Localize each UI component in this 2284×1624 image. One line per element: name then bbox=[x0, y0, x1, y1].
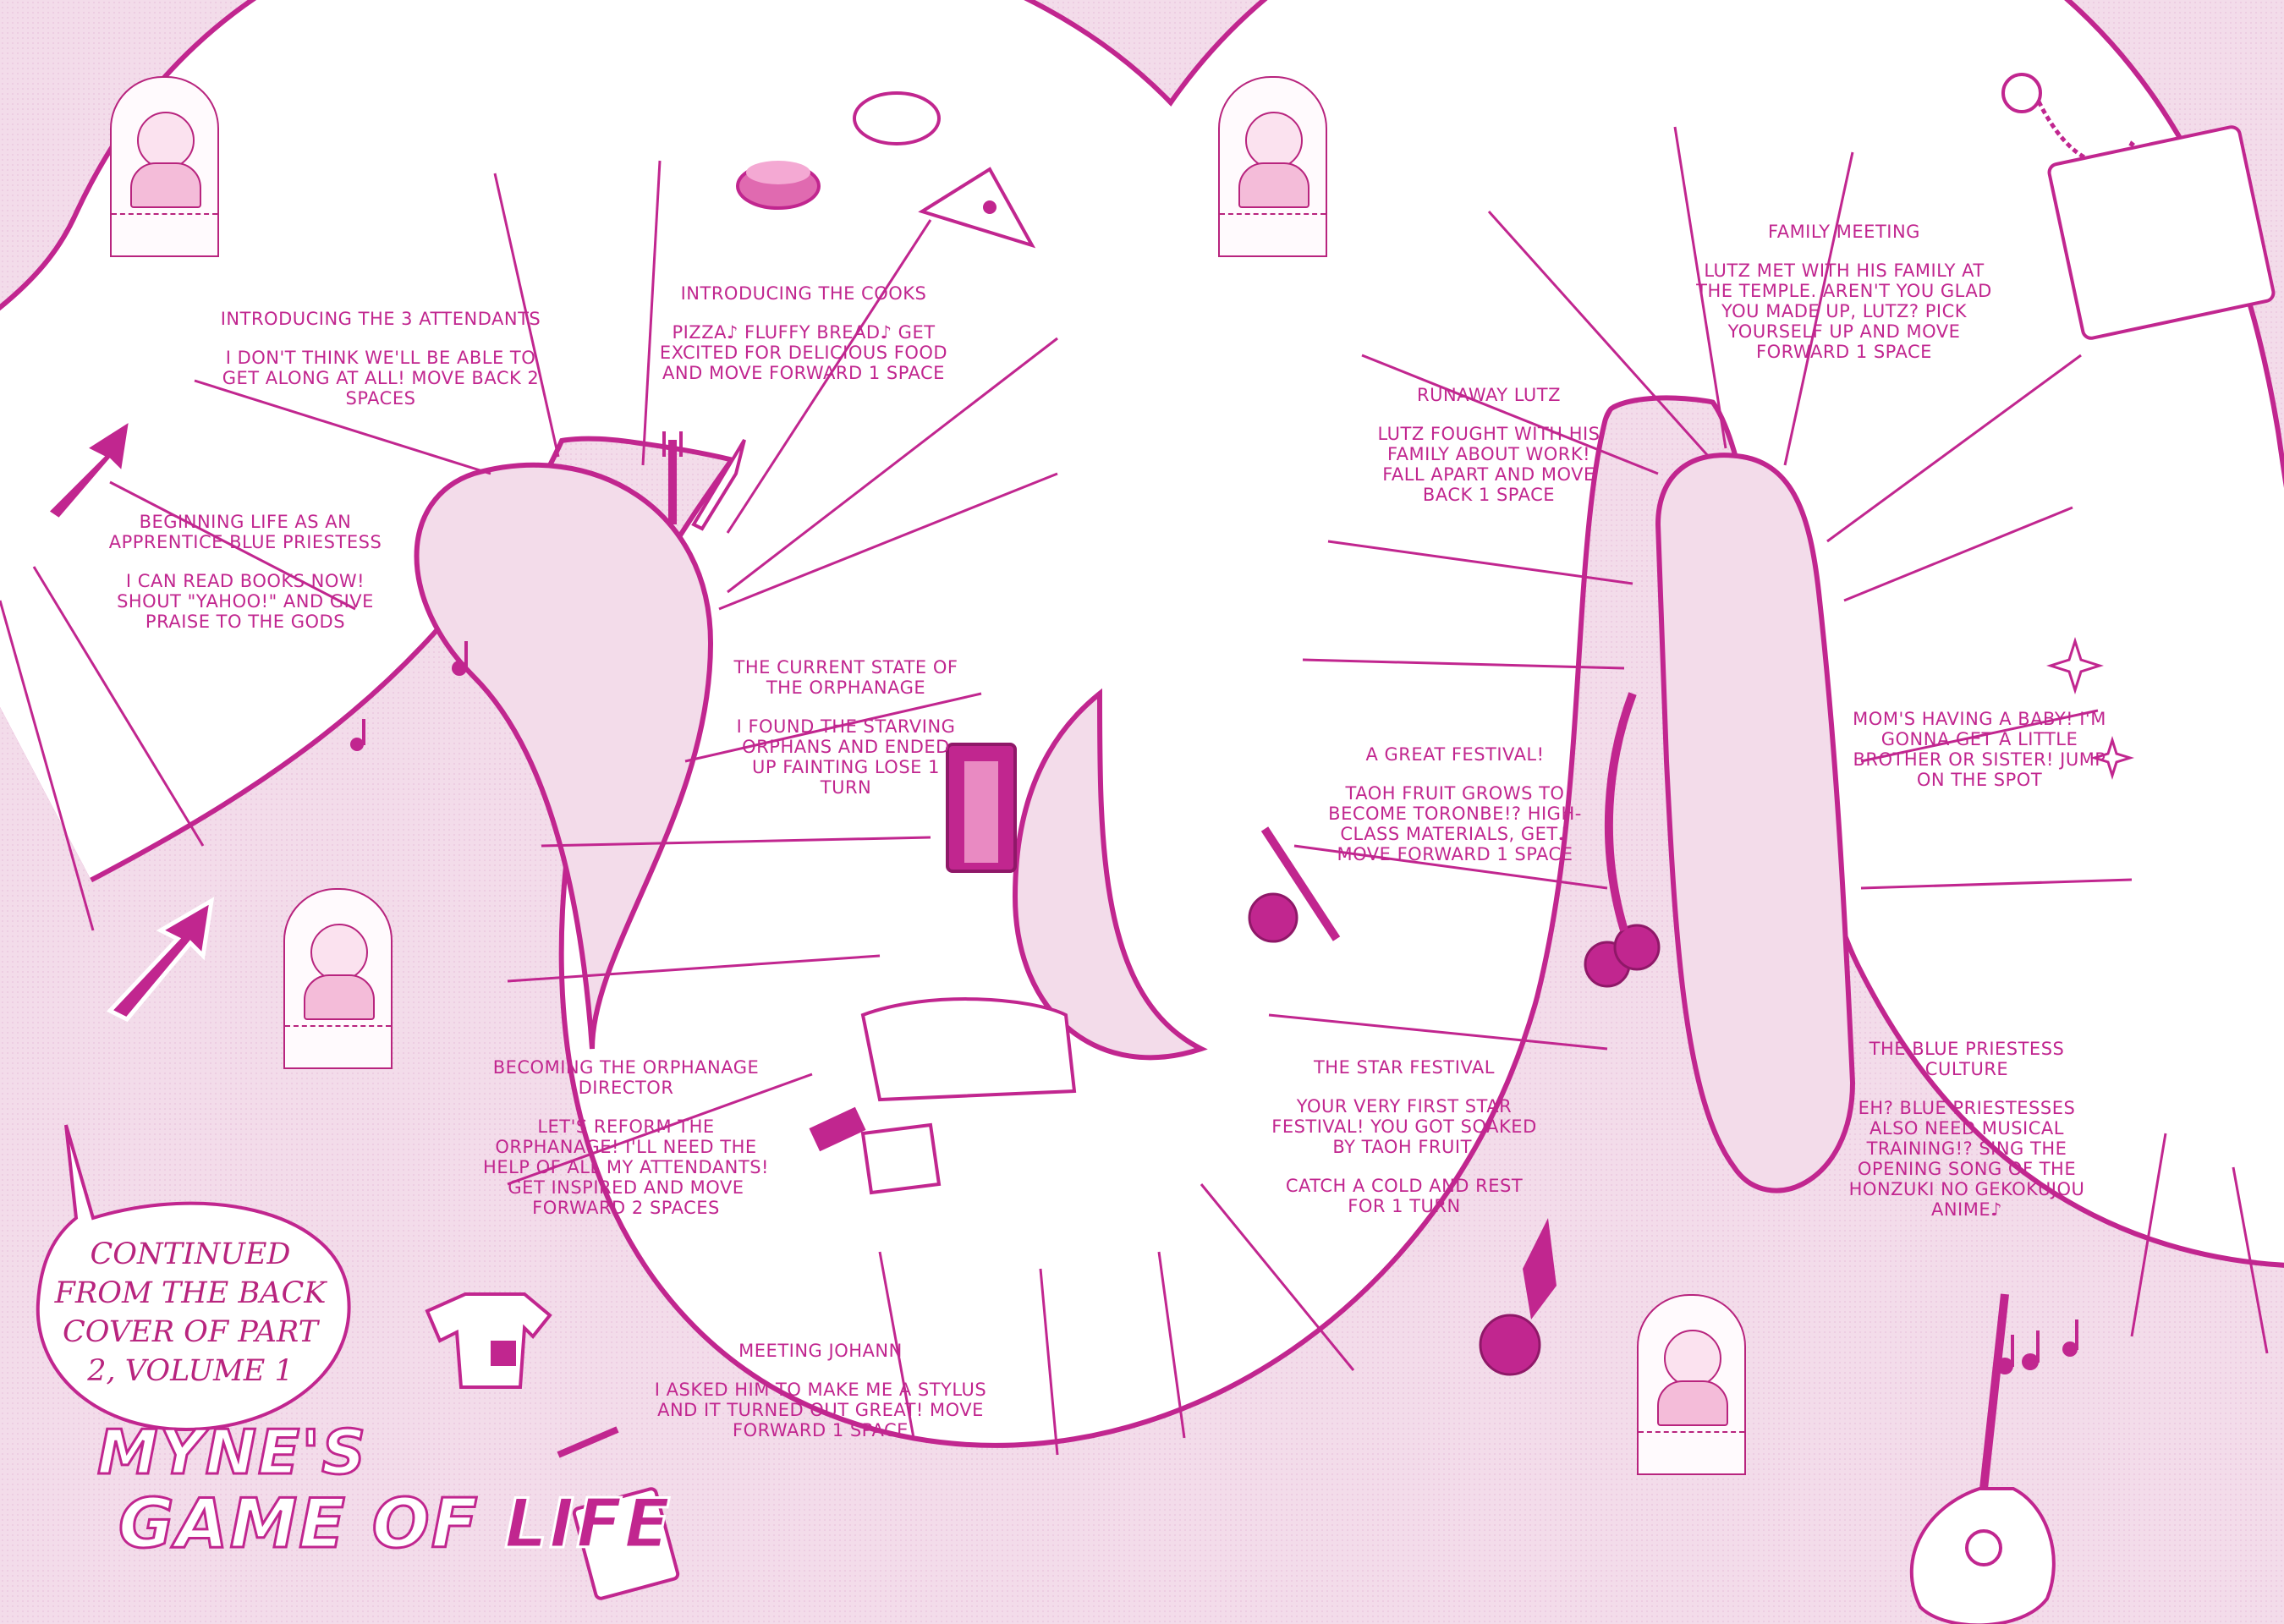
continued-caption: CONTINUED FROM THE BACK COVER OF PART 2,… bbox=[54, 1237, 327, 1388]
bread-icon bbox=[736, 91, 941, 210]
character-face-icon bbox=[310, 924, 368, 981]
space-blue-priestess-culture: THE BLUE PRIESTESS CULTURE EH? BLUE PRIE… bbox=[1831, 1039, 2102, 1220]
space-orphanage-director: BECOMING THE ORPHANAGE DIRECTOR LET'S RE… bbox=[482, 1057, 770, 1218]
space-title: RUNAWAY LUTZ bbox=[1417, 385, 1561, 405]
space-body: LUTZ MET WITH HIS FAMILY AT THE TEMPLE. … bbox=[1696, 261, 1992, 362]
space-title: THE BLUE PRIESTESS CULTURE bbox=[1869, 1039, 2065, 1079]
character-face-icon bbox=[1664, 1330, 1721, 1387]
name-line bbox=[112, 213, 217, 215]
space-star-festival: THE STAR FESTIVAL YOUR VERY FIRST STAR F… bbox=[1269, 1057, 1540, 1216]
name-line bbox=[1220, 213, 1326, 215]
game-title-life: LIFE bbox=[503, 1484, 673, 1565]
knife-icon bbox=[691, 438, 746, 531]
space-title: THE CURRENT STATE OF THE ORPHANAGE bbox=[733, 657, 958, 698]
taoh-fruit-icon bbox=[1248, 692, 1661, 1376]
space-great-festival: A GREAT FESTIVAL! TAOH FRUIT GROWS TO BE… bbox=[1324, 744, 1586, 864]
inner-hole-right bbox=[1655, 453, 1856, 1193]
space-title: BECOMING THE ORPHANAGE DIRECTOR bbox=[492, 1057, 760, 1098]
space-extra: CATCH A COLD AND REST FOR 1 TURN bbox=[1285, 1176, 1524, 1216]
space-introducing-cooks: INTRODUCING THE COOKS PIZZA♪ FLUFFY BREA… bbox=[651, 283, 956, 383]
space-title: A GREAT FESTIVAL! bbox=[1365, 744, 1545, 765]
fork-icon bbox=[662, 431, 683, 524]
character-body-icon bbox=[130, 162, 201, 208]
inner-hole-left bbox=[414, 462, 714, 1050]
portrait-tile bbox=[283, 888, 393, 1069]
character-face-icon bbox=[137, 112, 195, 169]
space-title: INTRODUCING THE COOKS bbox=[680, 283, 927, 304]
name-line bbox=[1639, 1431, 1744, 1433]
game-title-prefix: GAME OF bbox=[117, 1484, 480, 1565]
sparkle-icon bbox=[2046, 637, 2135, 781]
space-body: I FOUND THE STARVING ORPHANS AND ENDED U… bbox=[736, 716, 956, 798]
character-body-icon bbox=[1657, 1380, 1728, 1426]
character-body-icon bbox=[1238, 162, 1309, 208]
space-body: I CAN READ BOOKS NOW! SHOUT "YAHOO!" AND… bbox=[117, 571, 374, 632]
character-body-icon bbox=[304, 974, 375, 1020]
shirt-icon bbox=[425, 1292, 552, 1389]
space-body: TAOH FRUIT GROWS TO BECOME TORONBE!? HIG… bbox=[1328, 783, 1582, 864]
rosary-icon bbox=[2001, 73, 2276, 340]
space-title: FAMILY MEETING bbox=[1768, 222, 1920, 242]
speech-bubble bbox=[36, 1124, 351, 1432]
harp-icon bbox=[1909, 1293, 2056, 1624]
space-apprentice-blue-priestess: BEGINNING LIFE AS AN APPRENTICE BLUE PRI… bbox=[102, 512, 389, 632]
space-body: I ASKED HIM TO MAKE ME A STYLUS AND IT T… bbox=[654, 1380, 987, 1440]
portrait-tile bbox=[1218, 76, 1327, 257]
game-title-line2: GAME OF LIFE bbox=[117, 1484, 673, 1565]
stylus-icon bbox=[557, 1426, 680, 1600]
character-face-icon bbox=[1245, 112, 1303, 169]
cloth-icon bbox=[809, 997, 1077, 1195]
space-dividers bbox=[0, 126, 2269, 1456]
pizza-icon bbox=[918, 167, 1036, 249]
space-body: MOM'S HAVING A BABY! I'M GONNA GET A LIT… bbox=[1853, 709, 2106, 790]
game-title-line1: MYNE'S bbox=[96, 1416, 368, 1490]
space-meeting-johann: MEETING JOHANN I ASKED HIM TO MAKE ME A … bbox=[643, 1341, 998, 1440]
space-body: PIZZA♪ FLUFFY BREAD♪ GET EXCITED FOR DEL… bbox=[659, 322, 948, 383]
space-introducing-attendants: INTRODUCING THE 3 ATTENDANTS I DON'T THI… bbox=[220, 309, 541, 409]
space-title: MEETING JOHANN bbox=[738, 1341, 903, 1361]
space-title: BEGINNING LIFE AS AN APPRENTICE BLUE PRI… bbox=[108, 512, 382, 552]
space-body: LET'S REFORM THE ORPHANAGE! I'LL NEED TH… bbox=[483, 1116, 769, 1218]
space-body: LUTZ FOUGHT WITH HIS FAMILY ABOUT WORK! … bbox=[1377, 424, 1600, 505]
space-title: INTRODUCING THE 3 ATTENDANTS bbox=[220, 309, 541, 329]
space-body: EH? BLUE PRIESTESSES ALSO NEED MUSICAL T… bbox=[1848, 1098, 2085, 1220]
portrait-tile bbox=[1637, 1294, 1746, 1475]
space-body: YOUR VERY FIRST STAR FESTIVAL! YOU GOT S… bbox=[1271, 1096, 1537, 1157]
space-body: I DON'T THINK WE'LL BE ABLE TO GET ALONG… bbox=[222, 348, 540, 409]
space-moms-baby: MOM'S HAVING A BABY! I'M GONNA GET A LIT… bbox=[1853, 709, 2106, 790]
pointer-arrow-icon bbox=[106, 897, 215, 1023]
inner-hole-middle bbox=[1012, 688, 1208, 1061]
name-line bbox=[285, 1025, 391, 1027]
track-fill bbox=[0, 0, 2284, 1443]
book-icon bbox=[946, 743, 1017, 873]
space-title: THE STAR FESTIVAL bbox=[1313, 1057, 1495, 1078]
space-runaway-lutz: RUNAWAY LUTZ LUTZ FOUGHT WITH HIS FAMILY… bbox=[1370, 385, 1607, 505]
pointer-arrow-icon bbox=[43, 414, 135, 524]
music-note-icon bbox=[350, 641, 2078, 1374]
space-orphanage-state: THE CURRENT STATE OF THE ORPHANAGE I FOU… bbox=[727, 657, 964, 798]
portrait-tile bbox=[110, 76, 219, 257]
space-family-meeting: FAMILY MEETING LUTZ MET WITH HIS FAMILY … bbox=[1692, 222, 1996, 362]
